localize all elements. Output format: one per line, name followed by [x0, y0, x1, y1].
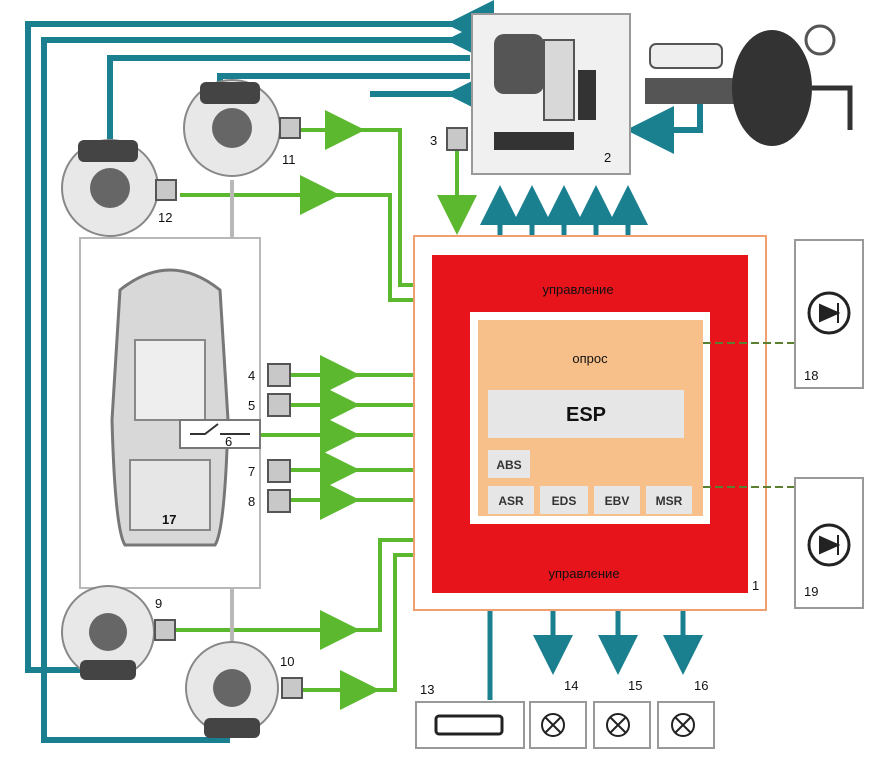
switch-6-label: 6: [225, 434, 232, 449]
car-label: 17: [162, 512, 176, 527]
module-abs-label: ABS: [496, 458, 521, 472]
lamp-15-label: 15: [628, 678, 642, 693]
sensor-3: [446, 127, 468, 151]
sensor-5: [267, 393, 291, 417]
sensor-8: [267, 489, 291, 513]
sensor-7: [267, 459, 291, 483]
diag-connector-13: [415, 701, 525, 749]
sensor-3-label: 3: [430, 133, 437, 148]
diag-13-label: 13: [420, 682, 434, 697]
can-lines: [703, 342, 795, 488]
lamp-16: [657, 701, 715, 749]
lamp-14-label: 14: [564, 678, 578, 693]
lamp-14: [529, 701, 587, 749]
lamp-16-label: 16: [694, 678, 708, 693]
sensor-8-label: 8: [248, 494, 255, 509]
sensor-4: [267, 363, 291, 387]
sensor-4-label: 4: [248, 368, 255, 383]
box-19: [794, 477, 864, 609]
module-msr: [646, 486, 692, 514]
car-icon: [110, 268, 230, 547]
wheel-9-label: 9: [155, 596, 162, 611]
sensor-5-label: 5: [248, 398, 255, 413]
brake-booster-icon: [645, 24, 853, 146]
module-eds-label: EDS: [552, 494, 577, 508]
module-msr-label: MSR: [656, 494, 683, 508]
box-18-label: 18: [804, 368, 818, 383]
pump-icon: [494, 34, 596, 150]
wheel-12-label: 12: [158, 210, 172, 225]
module-asr-label: ASR: [498, 494, 524, 508]
wheel-11-label: 11: [282, 152, 296, 167]
wheel-12: [61, 139, 177, 237]
module-abs: [488, 450, 530, 478]
top-control-label: управление: [542, 282, 613, 297]
module-eds: [540, 486, 588, 514]
hydraulic-unit-label: 2: [604, 150, 611, 165]
sensors: [267, 127, 468, 513]
module-asr: [488, 486, 534, 514]
wheel-9: [61, 585, 176, 680]
lamp-15: [593, 701, 651, 749]
sensor-7-label: 7: [248, 464, 255, 479]
wheel-10-label: 10: [280, 654, 294, 669]
module-ebv-label: EBV: [605, 494, 630, 508]
inner-label: опрос: [572, 351, 608, 366]
esp-label: ESP: [566, 404, 606, 426]
wheel-11: [183, 79, 301, 177]
wheel-10: [185, 641, 303, 738]
esp-box: [488, 390, 684, 438]
box-18: [794, 239, 864, 389]
module-ebv: [594, 486, 640, 514]
control-unit-number: 1: [752, 578, 759, 593]
bottom-control-label: управление: [548, 566, 619, 581]
box-19-label: 19: [804, 584, 818, 599]
